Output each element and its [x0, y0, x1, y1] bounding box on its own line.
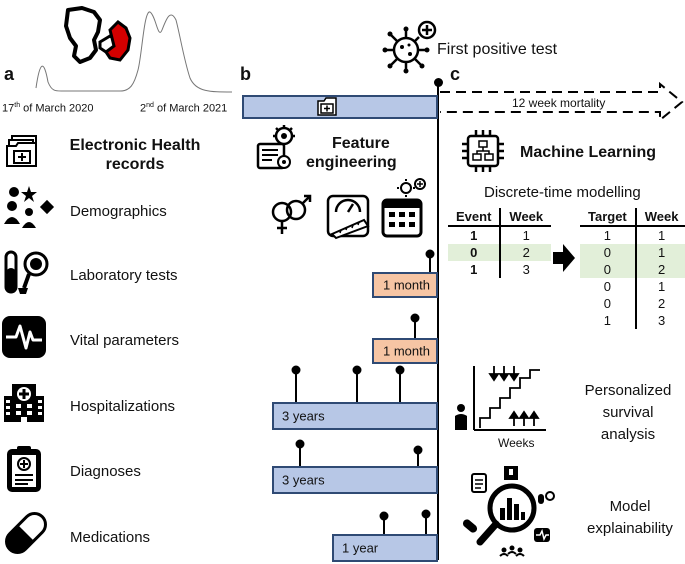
- cell: 3: [499, 261, 552, 278]
- cell: 0: [580, 244, 636, 261]
- survival-title: Personalized survival analysis: [580, 380, 676, 446]
- mortality-arrow: [440, 81, 684, 123]
- cell: 0: [580, 261, 636, 278]
- week-header: Week: [634, 208, 685, 227]
- test-tube-icon: [4, 250, 49, 294]
- target-header: Target: [580, 208, 636, 227]
- hospitalizations-label: Hospitalizations: [70, 398, 176, 415]
- mortality-label: 12 week mortality: [512, 96, 606, 110]
- dtm-title: Discrete-time modelling: [484, 184, 641, 201]
- medications-label: Medications: [70, 529, 151, 546]
- hospital-icon: [4, 384, 44, 422]
- cell: 2: [499, 244, 552, 261]
- explain-line2: explainability: [587, 520, 673, 537]
- window-label-vitals: 1 month: [383, 343, 430, 359]
- survival-line2: survival: [602, 404, 654, 421]
- first-positive-test-label: First positive test: [437, 41, 558, 58]
- cell: 1: [499, 226, 552, 244]
- window-label-hospitalizations: 3 years: [282, 408, 325, 424]
- chip-icon: [462, 130, 504, 172]
- scale-icon: [326, 194, 370, 240]
- cell: 1: [634, 226, 685, 244]
- window-bar-hospitalizations: 3 years: [272, 402, 438, 430]
- ehr-title-line1: Electronic Health: [69, 137, 201, 154]
- ehr-title: Electronic Health records: [60, 136, 210, 174]
- survival-line1: Personalized: [584, 382, 672, 399]
- panel-letter-c: c: [450, 64, 461, 84]
- feature-engineering-title: Feature engineering: [306, 134, 397, 172]
- window-label-medications: 1 year: [342, 540, 379, 556]
- explain-line1: Model: [609, 498, 651, 515]
- cell: 3: [634, 312, 685, 329]
- window-bar-vitals: 1 month: [372, 338, 438, 364]
- window-label-lab: 1 month: [383, 277, 430, 293]
- date-start: 17th of March 2020: [2, 102, 94, 115]
- cell: 1: [470, 262, 478, 277]
- clipboard-icon: [7, 446, 41, 492]
- transform-arrow-icon: [553, 244, 575, 272]
- event-header: Event: [448, 208, 501, 227]
- index-date-marker: [434, 78, 443, 87]
- feature-title-line2: engineering: [306, 154, 397, 171]
- explainability-title: Model explainability: [580, 496, 680, 540]
- denmark-map-icon: [64, 6, 132, 64]
- panel-letter-a: a: [4, 64, 15, 84]
- virus-icon: [382, 20, 437, 74]
- feature-title-line1: Feature: [332, 135, 390, 152]
- survival-curve-icon: [455, 366, 546, 431]
- vital-parameters-label: Vital parameters: [70, 332, 179, 349]
- cell: 2: [634, 261, 685, 278]
- cell: 1: [634, 244, 685, 261]
- window-bar-medications: 1 year: [332, 534, 438, 562]
- ehr-folder-icon: [317, 97, 337, 116]
- survival-line3: analysis: [600, 426, 656, 443]
- weeks-axis-label: Weeks: [498, 436, 535, 450]
- diagnoses-label: Diagnoses: [70, 463, 141, 480]
- gender-icon: [271, 194, 312, 234]
- cell: 0: [448, 244, 501, 261]
- window-label-diagnoses: 3 years: [282, 472, 325, 488]
- observation-period-bar: [242, 95, 438, 119]
- pill-icon: [5, 512, 47, 554]
- cell: 1: [603, 228, 611, 243]
- ehr-title-line2: records: [105, 156, 165, 173]
- feature-engineering-icon: [256, 125, 295, 170]
- lookback-events: [291, 249, 435, 534]
- date-end: 2nd of March 2021: [140, 102, 228, 115]
- cell: 1: [634, 278, 685, 295]
- cell: 0: [603, 296, 611, 311]
- laboratory-tests-label: Laboratory tests: [70, 267, 178, 284]
- panel-letter-b: b: [240, 64, 251, 84]
- week-header: Week: [499, 208, 552, 227]
- cell: 2: [634, 295, 685, 312]
- cell: 1: [470, 228, 478, 243]
- ehr-records-icon: [6, 135, 37, 167]
- cell: 0: [603, 279, 611, 294]
- epidemic-curve: [35, 11, 233, 93]
- ml-title: Machine Learning: [520, 144, 657, 161]
- heartbeat-icon: [2, 316, 46, 358]
- magnifier-icon: [462, 466, 555, 557]
- demographics-label: Demographics: [70, 203, 167, 220]
- window-bar-lab: 1 month: [372, 272, 438, 298]
- cell: 1: [603, 313, 611, 328]
- window-bar-diagnoses: 3 years: [272, 466, 438, 494]
- calendar-icon: [381, 178, 426, 238]
- index-date-line: [437, 82, 439, 560]
- people-icon: [4, 186, 55, 228]
